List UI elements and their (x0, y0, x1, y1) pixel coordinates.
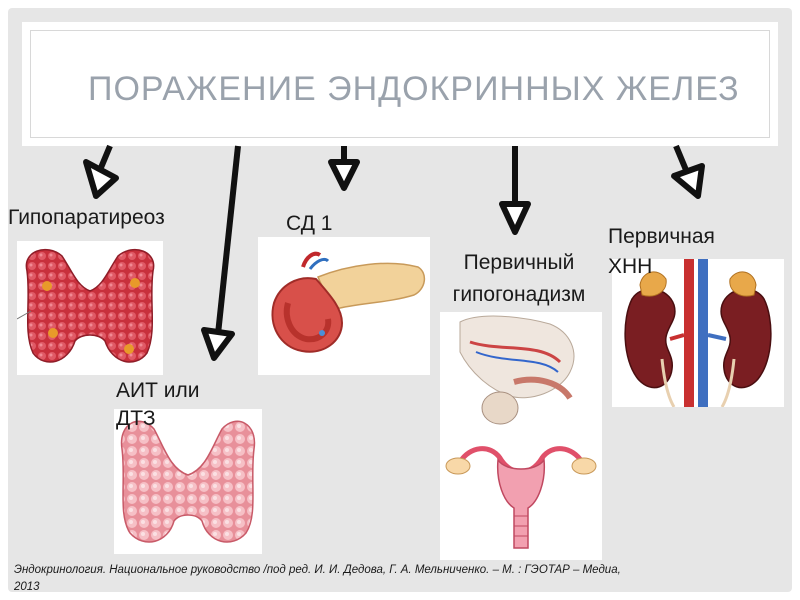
thyroid-image (114, 409, 262, 554)
label-ait-dtz: АИТ или ДТЗ (116, 379, 200, 430)
label-hypoparathyroidism: Гипопаратиреоз (8, 206, 165, 229)
label-sd1: СД 1 (286, 212, 333, 235)
arrow-to-hypogonadism (499, 146, 531, 235)
arrow-to-hypoparathyroidism (83, 144, 119, 199)
arrow-to-hnn (671, 144, 705, 199)
kidneys-image (612, 259, 784, 407)
title-frame (30, 30, 770, 138)
pancreas-illustration (271, 251, 426, 353)
citation-line-1: Эндокринология. Национальное руководство… (14, 564, 621, 576)
reproductive-organs-image (440, 312, 602, 560)
pancreas-image (258, 237, 430, 375)
parathyroid-illustration (17, 248, 155, 363)
reproductive-illustration (440, 312, 602, 560)
slide-title: ПОРАЖЕНИЕ ЭНДОКРИННЫХ ЖЕЛЕЗ (88, 70, 740, 108)
arrow-to-sd1 (328, 146, 360, 191)
arrow-to-ait (201, 145, 241, 361)
parathyroid-image (17, 241, 163, 375)
label-hnn: Первичная ХНН (608, 225, 715, 278)
title-band (22, 22, 778, 146)
citation: Эндокринология. Национальное руководство… (14, 562, 794, 596)
label-hypogonadism: Первичный гипогонадизм (452, 251, 586, 306)
citation-line-2: 2013 (14, 581, 40, 593)
kidneys-illustration (624, 259, 772, 407)
thyroid-illustration (120, 420, 256, 543)
